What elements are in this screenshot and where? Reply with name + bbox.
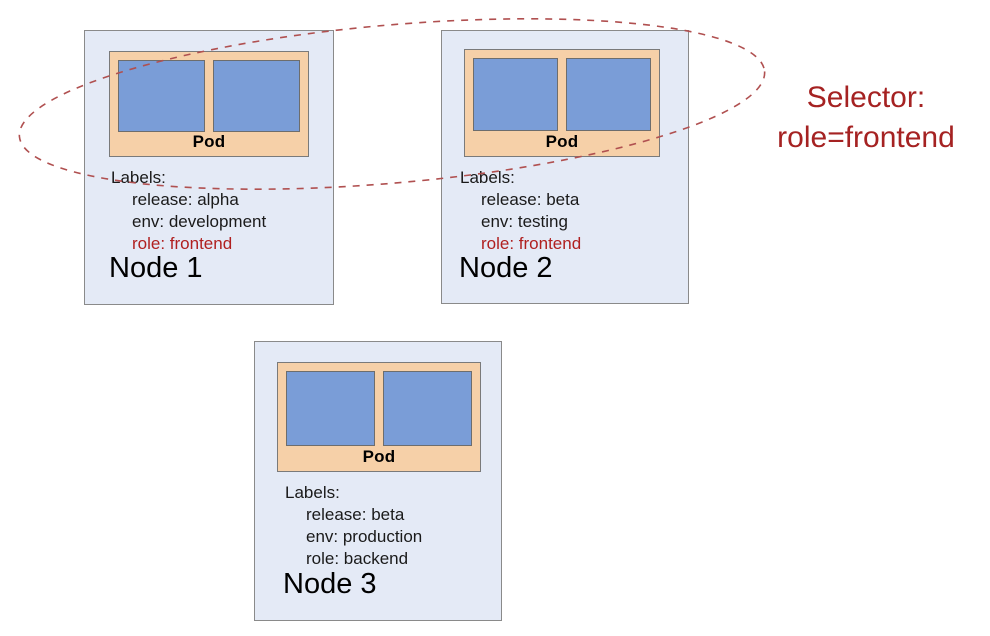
label-env-2: env: testing [481, 212, 568, 231]
container-b-icon [383, 371, 472, 446]
container-b-icon [566, 58, 651, 131]
node-box-2[interactable]: Pod Labels: release: beta env: testing r… [441, 30, 689, 304]
node-title-2: Node 2 [459, 252, 553, 284]
pod-box-2[interactable]: Pod [464, 49, 660, 157]
labels-heading-3: Labels: [285, 483, 340, 502]
selector-title: Selector: [806, 81, 926, 114]
labels-heading-1: Labels: [111, 168, 166, 187]
container-a-icon [118, 60, 205, 132]
pod-box-3[interactable]: Pod [277, 362, 481, 472]
node-box-1[interactable]: Pod Labels: release: alpha env: developm… [84, 30, 334, 305]
label-env-3: env: production [306, 527, 423, 546]
pod-box-1[interactable]: Pod [109, 51, 309, 157]
pod-containers-3 [286, 371, 472, 446]
label-role-2: role: frontend [481, 234, 582, 253]
node-box-3[interactable]: Pod Labels: release: beta env: productio… [254, 341, 502, 621]
node-labels-1: Labels: release: alpha env: development … [111, 167, 266, 255]
node-title-1: Node 1 [109, 252, 203, 284]
container-b-icon [213, 60, 300, 132]
pod-label-1: Pod [192, 132, 226, 151]
label-env-1: env: development [132, 212, 267, 231]
pod-containers-1 [118, 60, 300, 132]
label-release-2: release: beta [481, 190, 580, 209]
label-role-1: role: frontend [132, 234, 233, 253]
selector-expression: role=frontend [777, 121, 955, 154]
node-title-3: Node 3 [283, 568, 377, 600]
container-a-icon [473, 58, 558, 131]
node-labels-2: Labels: release: beta env: testing role:… [460, 167, 581, 255]
label-release-1: release: alpha [132, 190, 239, 209]
pod-label-3: Pod [362, 447, 396, 466]
node-labels-3: Labels: release: beta env: production ro… [285, 482, 422, 570]
label-release-3: release: beta [306, 505, 405, 524]
labels-heading-2: Labels: [460, 168, 515, 187]
pod-containers-2 [473, 58, 651, 131]
selector-callout: Selector: role=frontend [752, 78, 980, 158]
label-role-3: role: backend [306, 549, 409, 568]
container-a-icon [286, 371, 375, 446]
pod-label-2: Pod [545, 132, 579, 151]
